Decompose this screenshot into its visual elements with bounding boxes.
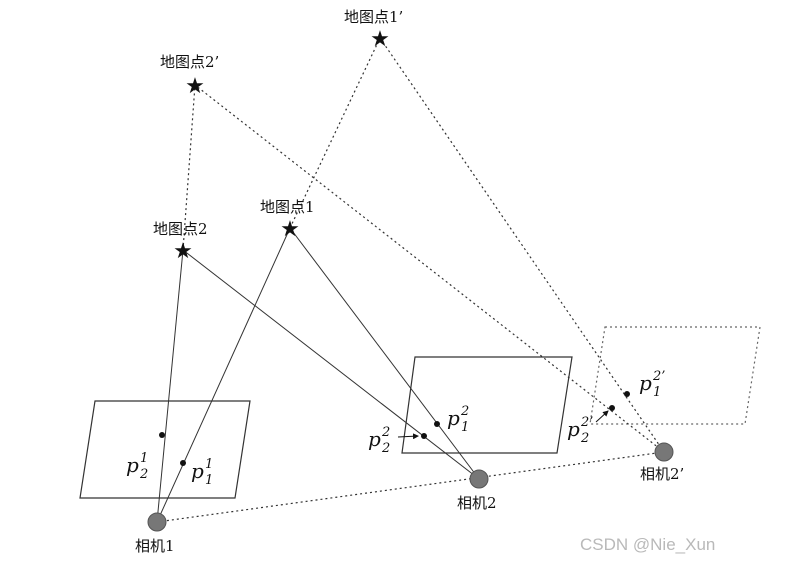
ray-camera2-mappoint2 <box>182 249 480 480</box>
projection-point-p22-camera2 <box>421 433 427 439</box>
ray-camera1-mappoint2 <box>156 249 184 523</box>
projection-label-p22-camera2p: p 2 2’ <box>567 415 593 446</box>
projection-label-p11-camera1: p 1 1 <box>191 457 213 488</box>
svg-text:p: p <box>126 453 139 477</box>
projection-point-p12-camera2 <box>434 421 440 427</box>
watermark: CSDN @Nie_Xun <box>580 535 715 554</box>
svg-text:p: p <box>567 417 580 441</box>
svg-text:2: 2 <box>460 404 469 419</box>
camera1-center <box>147 512 167 532</box>
arrow-p22-camera2p <box>595 410 609 423</box>
image-plane-camera2 <box>401 356 573 454</box>
arrow-p22-camera2 <box>397 433 419 440</box>
svg-text:1: 1 <box>653 385 661 400</box>
ray-camera2p-mappoint1p <box>379 37 665 453</box>
svg-text:1: 1 <box>461 420 469 435</box>
projection-point-p12-camera1 <box>159 432 165 438</box>
projection-label-p22-camera2: p 2 2 <box>368 425 390 456</box>
mappoint2p-star-icon: ★ <box>185 74 205 99</box>
camera2p-center <box>654 442 674 462</box>
svg-text:p: p <box>191 459 204 483</box>
camera2-center <box>469 469 489 489</box>
mappoint1p-star-icon: ★ <box>370 27 390 52</box>
camera2-label: 相机2 <box>457 494 497 512</box>
svg-text:p: p <box>639 371 652 395</box>
svg-text:1: 1 <box>205 473 213 488</box>
image-plane-camera1 <box>79 400 251 499</box>
ray-camera2-mappoint1 <box>289 227 480 480</box>
svg-text:1: 1 <box>140 451 148 466</box>
mappoint1p-label: 地图点1’ <box>344 8 403 26</box>
svg-text:2: 2 <box>139 467 148 482</box>
mappoint2-label: 地图点2 <box>153 220 208 238</box>
mappoint1-star-icon: ★ <box>280 217 300 242</box>
svg-text:2: 2 <box>381 425 390 440</box>
svg-text:2’: 2’ <box>580 415 593 430</box>
image-plane-camera2-prime <box>589 326 761 425</box>
svg-text:1: 1 <box>205 457 213 472</box>
projection-point-p22-camera2p <box>609 405 615 411</box>
svg-text:2: 2 <box>580 431 589 446</box>
projection-label-p12-camera1: p 2 1 <box>126 451 148 482</box>
baseline-camera1-camera2p <box>156 451 665 523</box>
projection-label-p12-camera2: p 1 2 <box>447 404 469 435</box>
camera2p-label: 相机2’ <box>640 465 684 483</box>
mappoint1-label: 地图点1 <box>260 198 315 216</box>
camera1-label: 相机1 <box>135 537 175 555</box>
svg-text:2: 2 <box>381 441 390 456</box>
svg-text:2’: 2’ <box>652 369 665 384</box>
projection-point-p11-camera1 <box>180 460 186 466</box>
ray-mappoint1-mappoint1p <box>289 37 381 229</box>
mappoint2p-label: 地图点2’ <box>160 53 219 71</box>
ray-camera1-mappoint1 <box>156 227 291 523</box>
svg-text:p: p <box>368 427 381 451</box>
projection-point-p12-camera2p <box>624 391 630 397</box>
ray-camera2p-mappoint2p <box>194 84 665 453</box>
svg-text:p: p <box>447 406 460 430</box>
projection-label-p12-camera2p: p 1 2’ <box>639 369 665 400</box>
mappoint2-star-icon: ★ <box>173 239 193 264</box>
